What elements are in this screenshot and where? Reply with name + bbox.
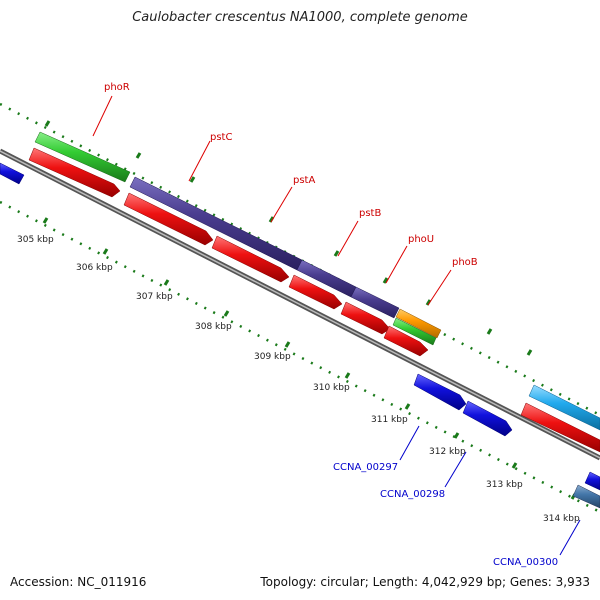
label-pstC: pstC xyxy=(210,132,232,143)
kbp-scale-ticks xyxy=(42,217,577,500)
map-title: Caulobacter crescentus NA1000, complete … xyxy=(132,10,468,25)
gene-phoU[interactable] xyxy=(350,286,400,319)
gene-ccna-00297[interactable] xyxy=(413,373,467,411)
kbp-label-312: 312 kbp xyxy=(429,447,466,457)
outer-major-ticks xyxy=(44,120,533,356)
topology-label: Topology: circular; Length: 4,042,929 bp… xyxy=(260,575,590,589)
cds-phoB[interactable] xyxy=(383,325,429,357)
cds-phoR[interactable] xyxy=(28,147,121,198)
kbp-label-307: 307 kbp xyxy=(136,292,173,302)
cds-pstA[interactable] xyxy=(211,235,290,283)
genome-backbone xyxy=(0,148,600,461)
blue-leader-lines xyxy=(399,425,581,556)
label-pstB: pstB xyxy=(359,208,381,219)
red-leader-lines xyxy=(92,95,452,306)
gene-cyan-right[interactable] xyxy=(528,384,600,431)
label-phoU: phoU xyxy=(408,234,434,245)
gene-phoR[interactable] xyxy=(34,131,131,183)
kbp-label-313: 313 kbp xyxy=(486,480,523,490)
label-phoB: phoB xyxy=(452,257,478,268)
label-pstA: pstA xyxy=(293,175,315,186)
gene-phoB-green[interactable] xyxy=(392,317,437,346)
gene-blue-left[interactable] xyxy=(0,162,25,185)
gene-blue-right[interactable] xyxy=(584,471,600,491)
cds-red-right[interactable] xyxy=(520,402,600,453)
cds-pstB[interactable] xyxy=(288,274,343,310)
label-ccna-00300: CCNA_00300 xyxy=(493,557,558,568)
kbp-label-305: 305 kbp xyxy=(17,235,54,245)
label-phoR: phoR xyxy=(104,82,130,93)
gene-ccna-00300[interactable] xyxy=(572,484,600,509)
label-ccna-00297: CCNA_00297 xyxy=(333,462,398,473)
kbp-label-311: 311 kbp xyxy=(371,415,408,425)
gene-pstC-pstA[interactable] xyxy=(129,176,303,271)
kbp-label-309: 309 kbp xyxy=(254,352,291,362)
kbp-label-306: 306 kbp xyxy=(76,263,113,273)
kbp-label-310: 310 kbp xyxy=(313,383,350,393)
kbp-scale-track xyxy=(0,200,600,514)
gene-phoB[interactable] xyxy=(395,308,442,339)
kbp-label-308: 308 kbp xyxy=(195,322,232,332)
label-ccna-00298: CCNA_00298 xyxy=(380,489,445,500)
cds-phoU[interactable] xyxy=(340,301,391,335)
accession-label: Accession: NC_011916 xyxy=(10,575,147,589)
gene-ccna-00298[interactable] xyxy=(462,400,513,437)
kbp-label-314: 314 kbp xyxy=(543,514,580,524)
cds-pstC[interactable] xyxy=(123,192,214,246)
